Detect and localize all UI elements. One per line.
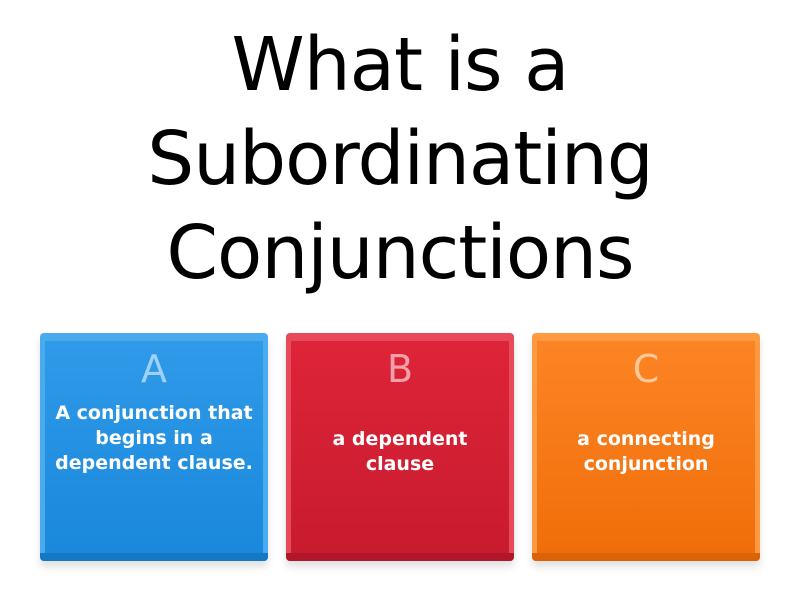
question-line: What is a xyxy=(231,22,570,108)
answer-face: B a dependent clause xyxy=(291,341,509,553)
answer-letter: B xyxy=(386,347,414,391)
answer-option-a[interactable]: A A conjunction that begins in a depende… xyxy=(40,333,268,561)
answer-letter: C xyxy=(632,347,660,391)
answer-text: A conjunction that begins in a dependent… xyxy=(55,402,253,474)
answer-face: C a connecting conjunction xyxy=(537,341,755,553)
answer-face: A A conjunction that begins in a depende… xyxy=(45,341,263,553)
card-bevel xyxy=(286,553,514,561)
answer-letter: A xyxy=(141,347,167,391)
answer-text: a connecting conjunction xyxy=(577,428,715,475)
card-bevel xyxy=(532,553,760,561)
answer-option-b[interactable]: B a dependent clause xyxy=(286,333,514,561)
question-title: What is a Subordinating Conjunctions xyxy=(0,18,800,300)
answer-options: A A conjunction that begins in a depende… xyxy=(0,333,800,561)
answer-option-c[interactable]: C a connecting conjunction xyxy=(532,333,760,561)
question-line: Conjunctions xyxy=(166,210,634,296)
answer-text: a dependent clause xyxy=(332,428,468,475)
question-line: Subordinating xyxy=(147,116,653,202)
card-bevel xyxy=(40,553,268,561)
